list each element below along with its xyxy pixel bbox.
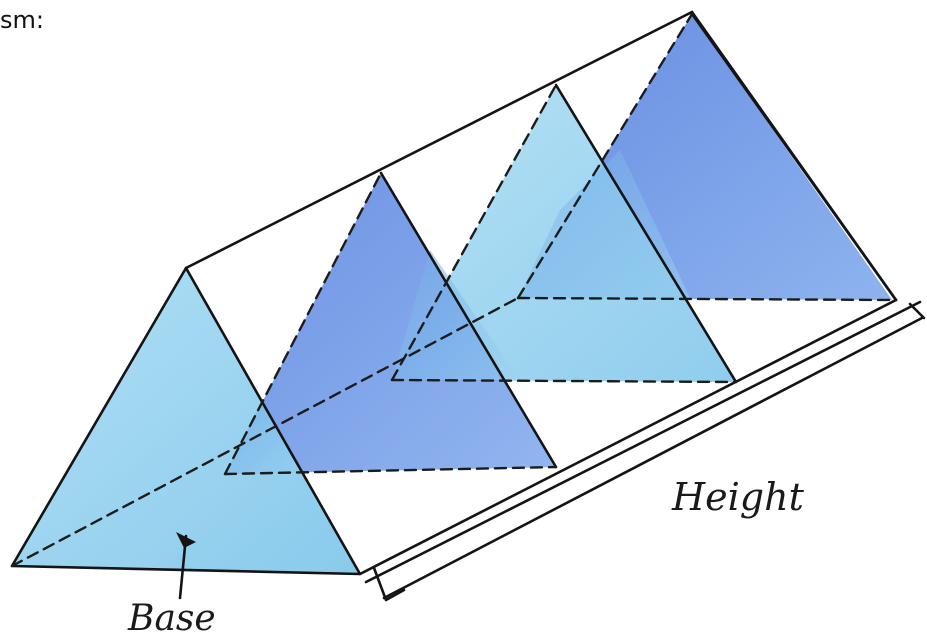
cross-section-2	[225, 173, 556, 474]
overlap-tint-1-2	[225, 400, 304, 474]
front-base-triangle	[12, 268, 360, 574]
overlap-tint-3-4	[518, 150, 690, 298]
height-bracket	[372, 302, 926, 602]
base-arrow	[176, 532, 196, 600]
caption-text: sm:	[0, 6, 44, 34]
height-label: Height	[671, 475, 805, 519]
prism-edges	[10, 10, 922, 584]
base-label: Base	[127, 598, 216, 639]
overlap-tint-2-3	[392, 250, 520, 380]
hidden-edges	[10, 12, 894, 568]
